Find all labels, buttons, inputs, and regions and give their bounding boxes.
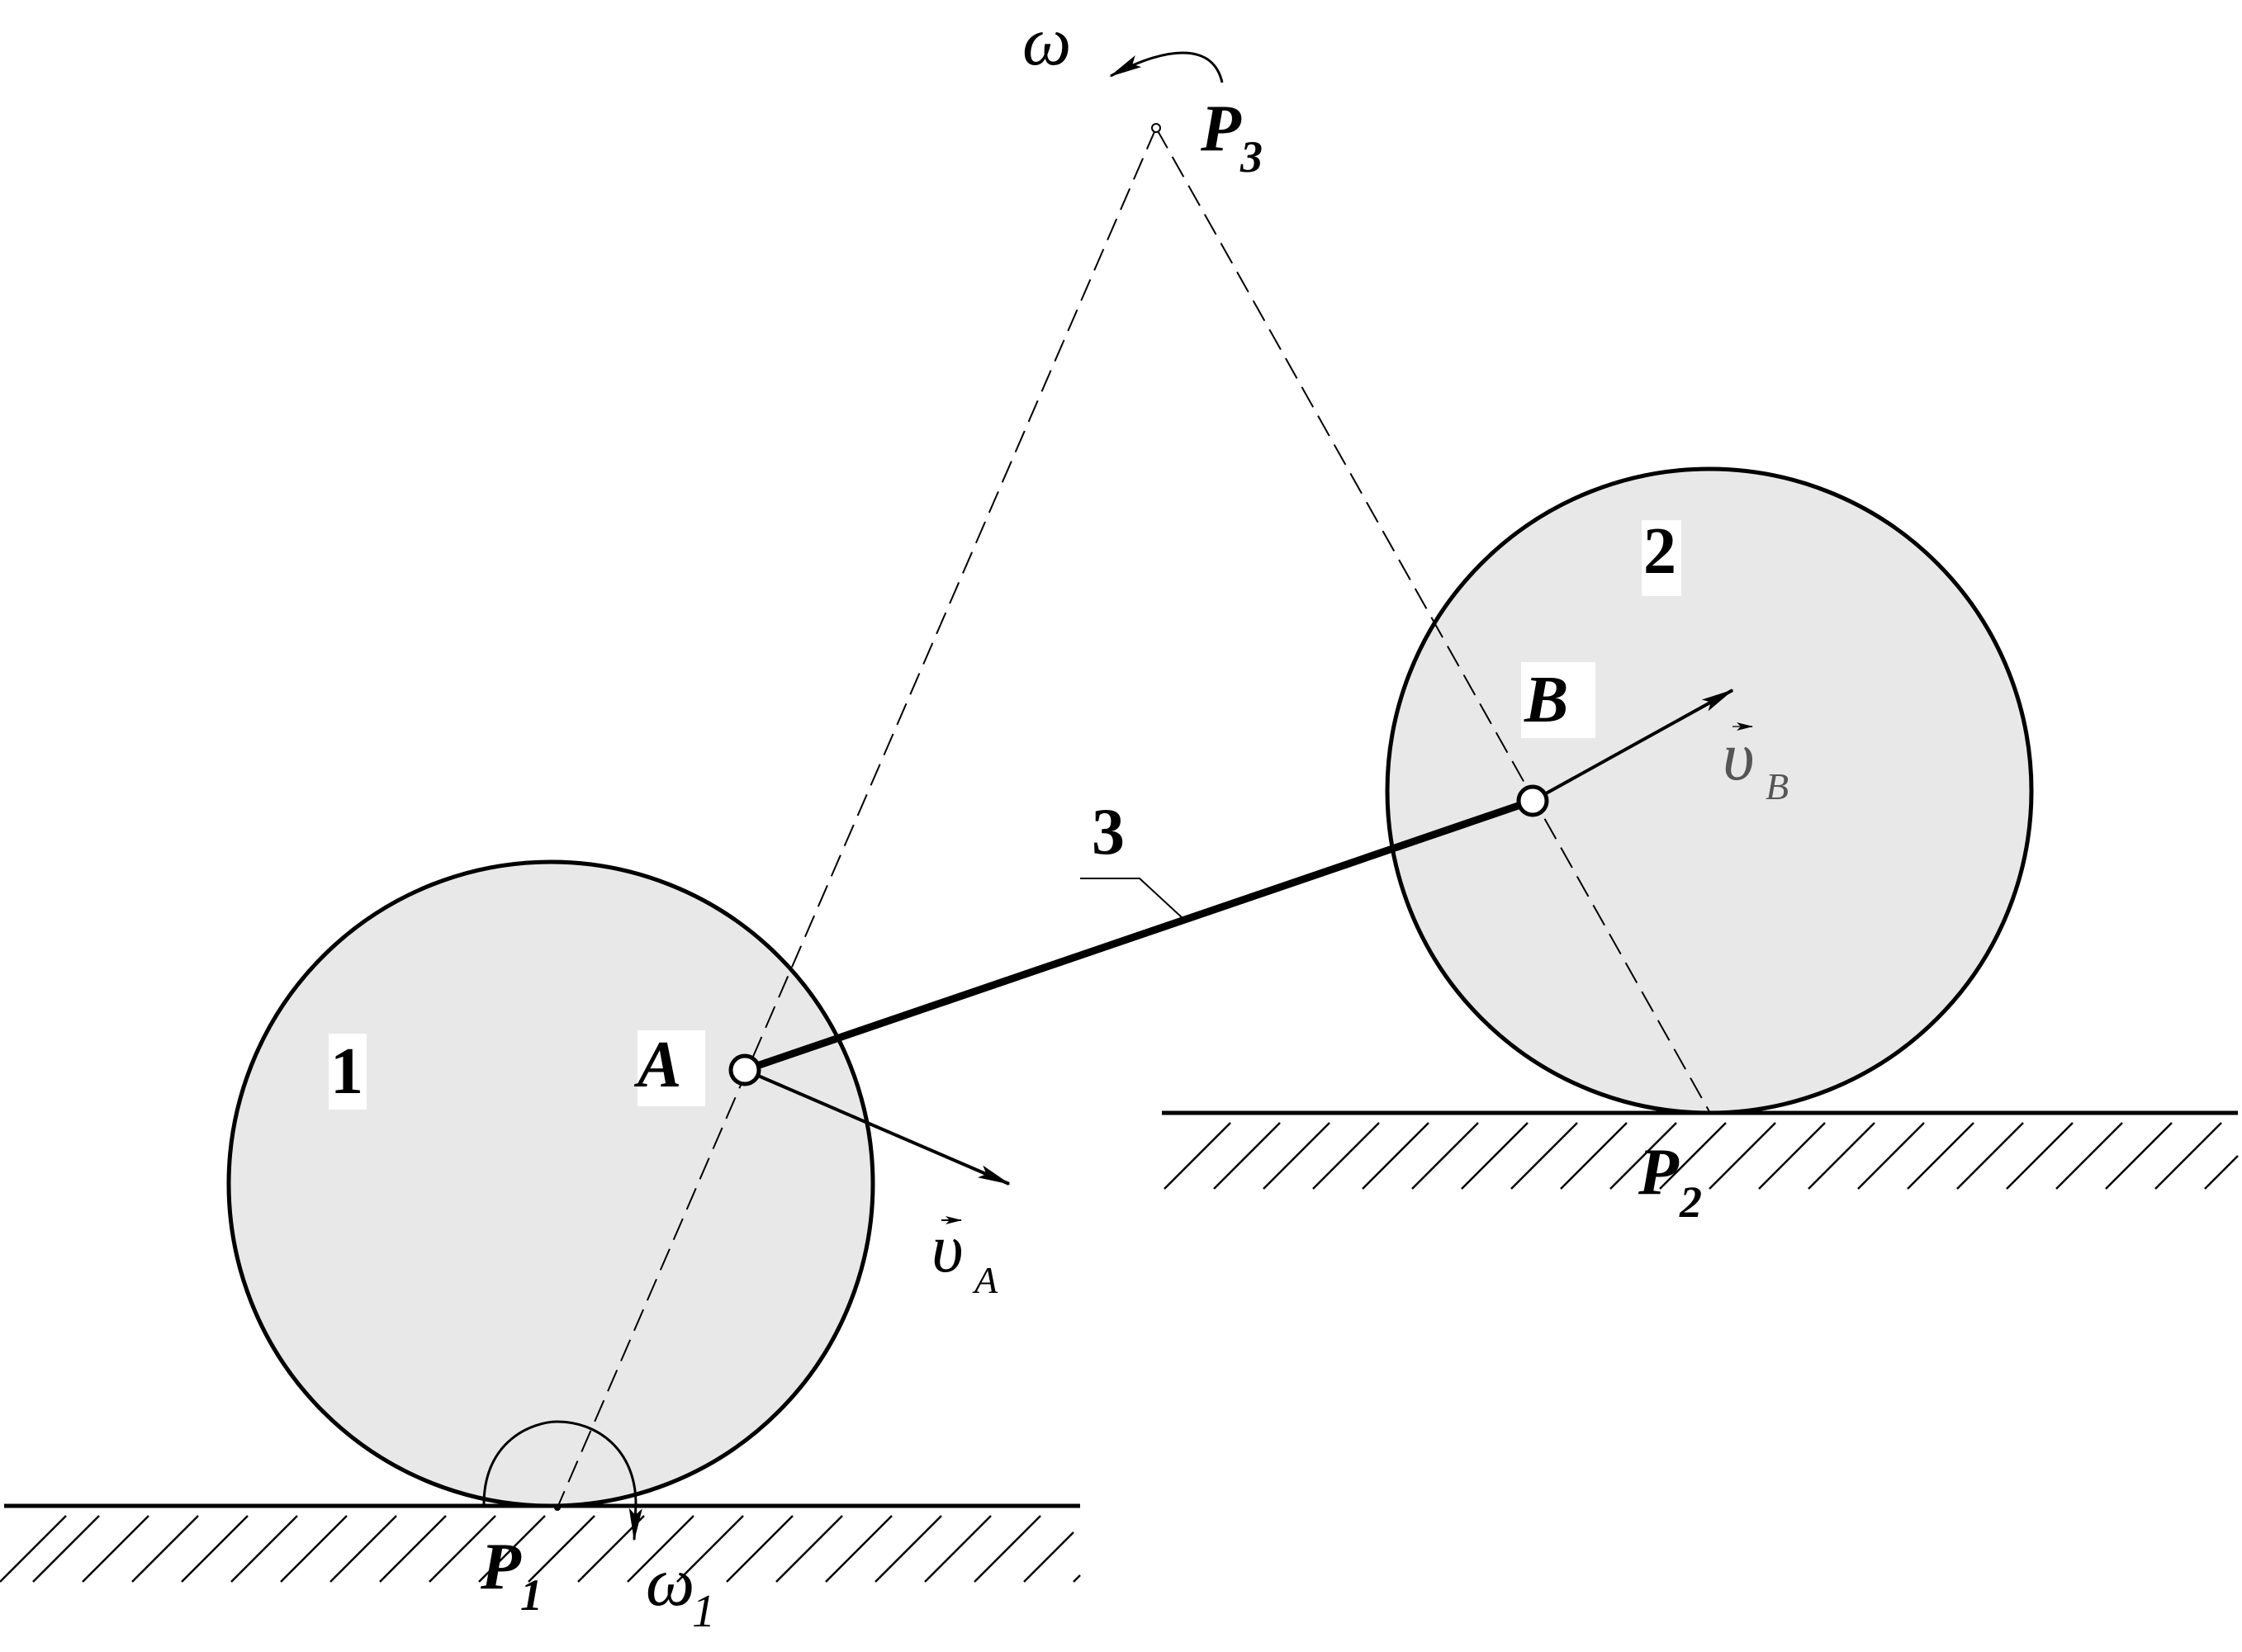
va-subscript: A xyxy=(972,1259,998,1301)
dashed-construction-lines xyxy=(557,127,1712,1508)
label-bg-2 xyxy=(1642,520,1681,596)
va-symbol: υ xyxy=(931,1210,964,1287)
p3-label: P xyxy=(1200,92,1242,165)
omega-rotation-arrow xyxy=(1109,51,1224,83)
wheel-2 xyxy=(1385,466,2034,1115)
point-a-label: A xyxy=(633,1029,681,1101)
pin-b xyxy=(1516,784,1549,817)
vb-subscript: B xyxy=(1766,765,1789,807)
omega-label: ω xyxy=(1022,3,1071,80)
point-p1 xyxy=(554,1504,561,1511)
rod-3-leader xyxy=(1080,878,1183,919)
point-b-label: B xyxy=(1524,664,1568,736)
p1-subscript: 1 xyxy=(520,1570,543,1620)
p1-label: P xyxy=(480,1531,522,1603)
velocity-b-arrow xyxy=(1532,689,1734,802)
label-bg-1 xyxy=(329,1034,367,1110)
p2-label: P xyxy=(1638,1136,1680,1209)
rod-3 xyxy=(743,797,1534,1074)
label-bg-a xyxy=(638,1030,705,1106)
rod-3-label: 3 xyxy=(1092,796,1125,869)
velocity-b-label: υ B xyxy=(1723,718,1789,807)
wheel-1-label: 1 xyxy=(330,1035,363,1108)
wheel-1 xyxy=(226,859,875,1508)
omega1-subscript: 1 xyxy=(692,1586,715,1637)
label-bg-b xyxy=(1521,662,1595,738)
omega1-rotation-arrow xyxy=(482,1420,642,1541)
wheel-2-label: 2 xyxy=(1643,515,1676,588)
pin-a xyxy=(728,1053,761,1086)
velocity-a-label: υ A xyxy=(931,1210,998,1301)
velocity-a-arrow xyxy=(744,1068,1011,1186)
p2-subscript: 2 xyxy=(1679,1177,1702,1227)
omega1-label: ω xyxy=(646,1544,694,1621)
point-p3 xyxy=(1151,123,1161,133)
p3-subscript: 3 xyxy=(1239,132,1263,182)
vb-symbol: υ xyxy=(1723,718,1755,795)
